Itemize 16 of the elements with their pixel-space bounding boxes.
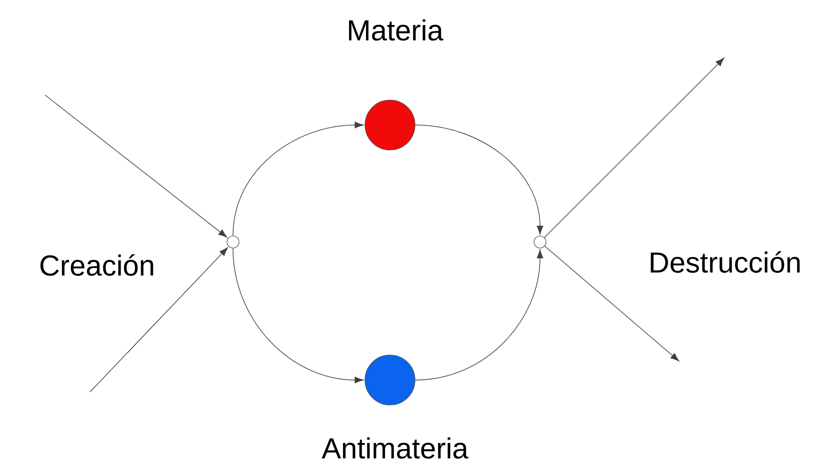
node-label: Antimateria — [322, 437, 468, 459]
particle-circle — [364, 354, 416, 406]
arrow — [414, 124, 544, 234]
node-label: Materia — [349, 19, 444, 41]
particle-circle — [364, 100, 416, 150]
arrow — [90, 247, 228, 392]
arrow — [44, 94, 228, 238]
vertex-circle — [226, 236, 240, 248]
node-label: Creación — [40, 254, 154, 276]
vertex-circle — [534, 236, 546, 248]
arrow — [414, 250, 544, 380]
arrow — [544, 246, 680, 362]
node-label: Destrucción — [650, 251, 800, 273]
arrow — [232, 122, 364, 236]
arrow — [544, 58, 724, 238]
arrow — [232, 248, 364, 384]
